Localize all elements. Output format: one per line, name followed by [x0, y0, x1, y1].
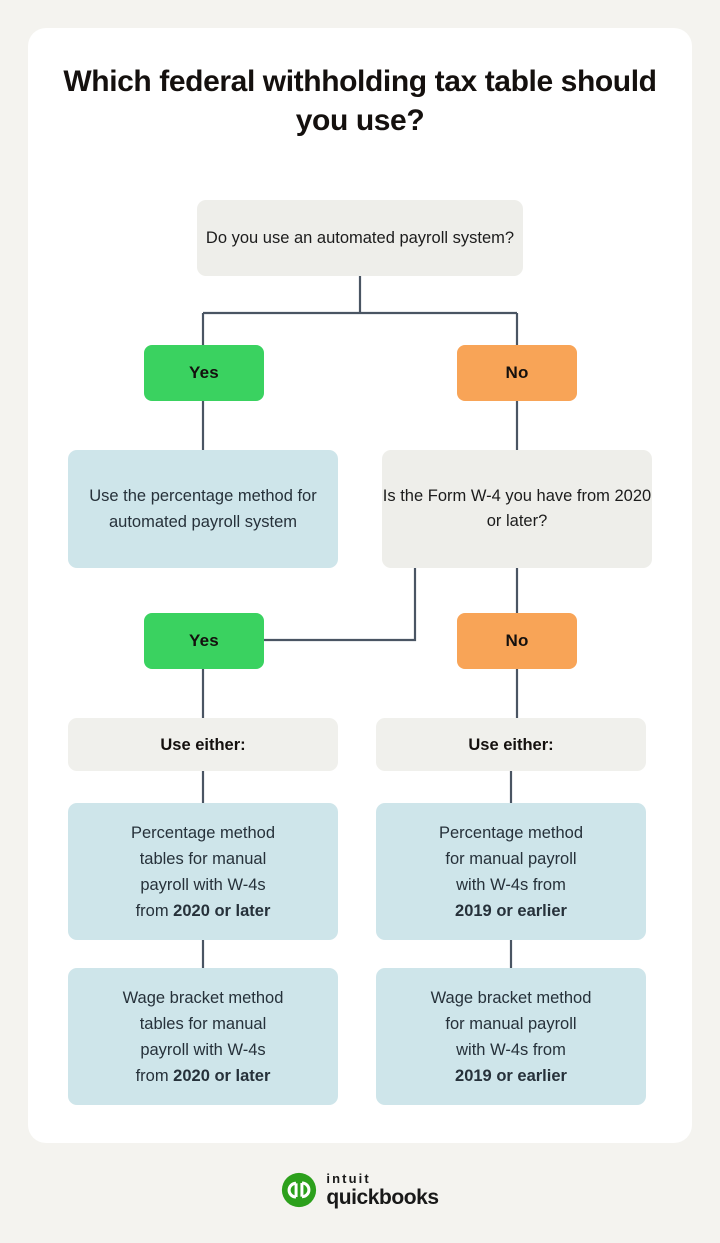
branch-pill-yes-1[interactable]: Yes: [144, 345, 264, 401]
result-automated-percentage-method: Use the percentage method for automated …: [68, 450, 338, 568]
use-either-header-right: Use either:: [376, 718, 646, 771]
brand-footer: intuit quickbooks: [0, 1172, 720, 1208]
option-line-3: with W-4s from: [456, 875, 566, 894]
option-line-2: tables for manual: [139, 849, 267, 868]
page-title: Which federal withholding tax table shou…: [63, 65, 657, 137]
option-line-4-emphasis: 2020 or later: [173, 901, 271, 920]
option-wage-bracket-method-2019: Wage bracket method for manual payroll w…: [376, 968, 646, 1105]
brand-intuit: intuit: [326, 1171, 371, 1186]
option-line-4-emphasis: 2020 or later: [173, 1066, 271, 1085]
option-wage-bracket-method-2020: Wage bracket method tables for manual pa…: [68, 968, 338, 1105]
question-form-w4-year: Is the Form W-4 you have from 2020 or la…: [382, 450, 652, 568]
option-line-2: for manual payroll: [445, 849, 577, 868]
option-line-3: payroll with W-4s: [140, 1040, 266, 1059]
option-line-2: tables for manual: [139, 1014, 267, 1033]
option-line-4-emphasis: 2019 or earlier: [455, 1066, 567, 1085]
option-line-1: Wage bracket method: [430, 988, 592, 1007]
option-line-4-prefix: from: [135, 1066, 174, 1085]
option-percentage-method-2019: Percentage method for manual payroll wit…: [376, 803, 646, 940]
branch-pill-no-1[interactable]: No: [457, 345, 577, 401]
option-line-1: Wage bracket method: [122, 988, 284, 1007]
option-percentage-method-2020: Percentage method tables for manual payr…: [68, 803, 338, 940]
option-line-1: Percentage method: [438, 823, 583, 842]
option-line-2: for manual payroll: [445, 1014, 577, 1033]
question-automated-payroll: Do you use an automated payroll system?: [197, 200, 523, 276]
branch-pill-no-2[interactable]: No: [457, 613, 577, 669]
option-line-3: with W-4s from: [456, 1040, 566, 1059]
use-either-header-left: Use either:: [68, 718, 338, 771]
option-line-1: Percentage method: [130, 823, 275, 842]
option-line-4-emphasis: 2019 or earlier: [455, 901, 567, 920]
option-line-4-prefix: from: [135, 901, 174, 920]
quickbooks-circle-qb-icon: [282, 1172, 317, 1208]
brand-wordmark: intuit quickbooks: [326, 1171, 439, 1209]
option-line-3: payroll with W-4s: [140, 875, 266, 894]
branch-pill-yes-2[interactable]: Yes: [144, 613, 264, 669]
brand-quickbooks: quickbooks: [326, 1186, 439, 1209]
